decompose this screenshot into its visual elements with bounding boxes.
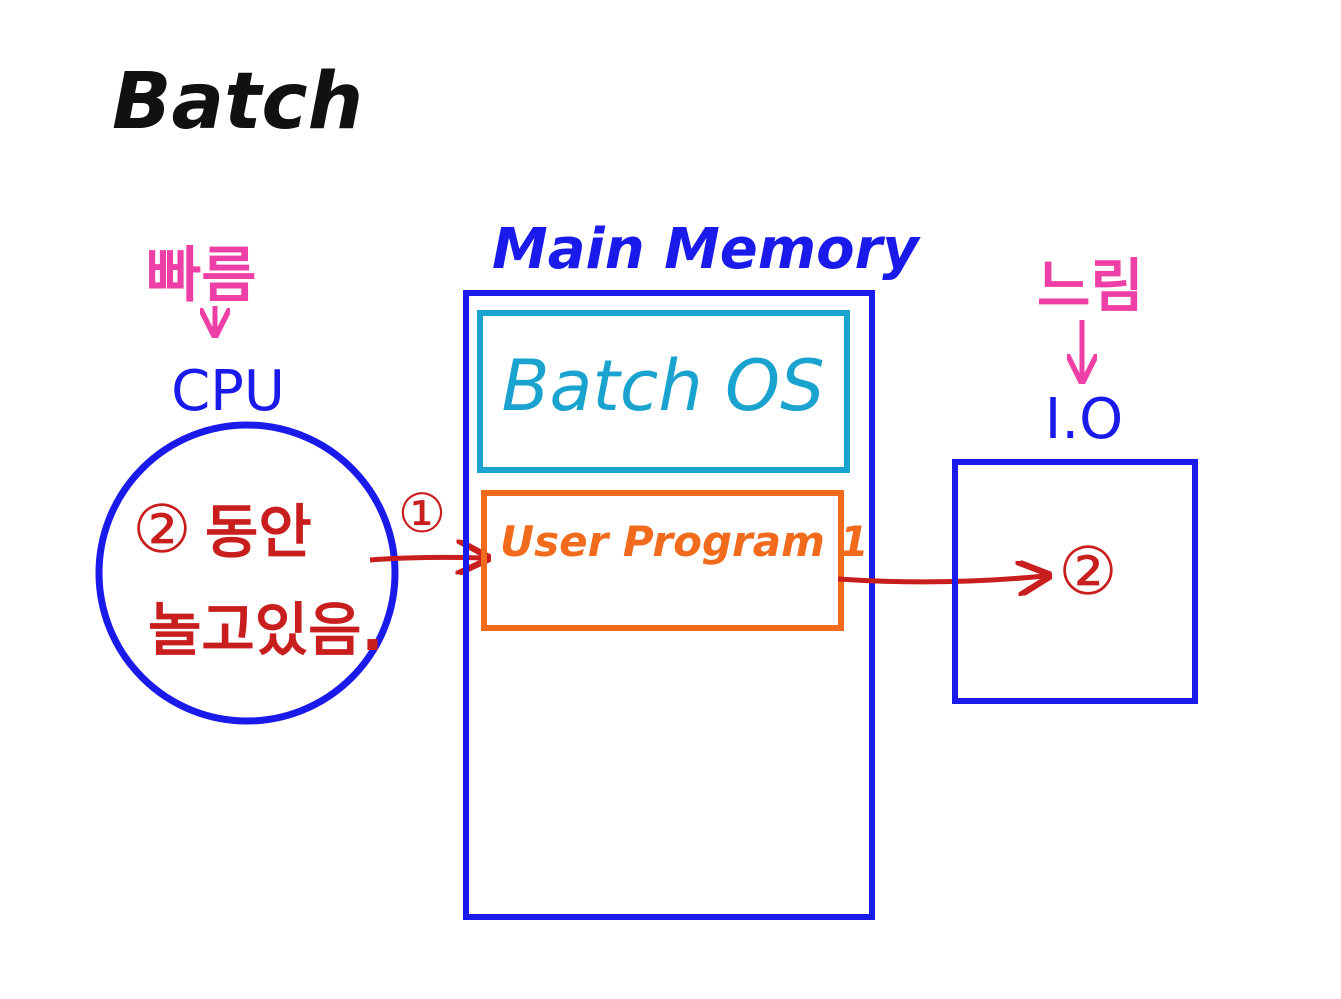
- io-label: I.O: [1045, 387, 1123, 452]
- main-memory-box: [463, 290, 875, 920]
- cpu-label: CPU: [171, 359, 285, 424]
- step-one-marker: ①: [398, 482, 446, 545]
- cpu-step-marker: ②: [132, 491, 191, 568]
- batch-os-label: Batch OS: [502, 345, 825, 427]
- program-to-io-arrow: [837, 576, 1045, 582]
- page-title: Batch: [112, 57, 363, 147]
- user-program-label: User Program 1: [500, 517, 869, 566]
- cpu-to-program-arrow: [369, 557, 484, 560]
- io-box: [952, 459, 1198, 704]
- cpu-idle-text-line1: 동안: [205, 498, 312, 566]
- cpu-circle: [95, 421, 399, 725]
- user-program-block: [481, 490, 844, 631]
- cpu-idle-text-line2: 놀고있음.: [148, 596, 383, 664]
- io-speed-label: 느림: [1037, 252, 1144, 320]
- batch-os-block: [477, 310, 850, 473]
- cpu-speed-label: 빠름: [146, 241, 256, 311]
- io-step-marker: ②: [1058, 533, 1117, 610]
- memory-label: Main Memory: [492, 217, 921, 282]
